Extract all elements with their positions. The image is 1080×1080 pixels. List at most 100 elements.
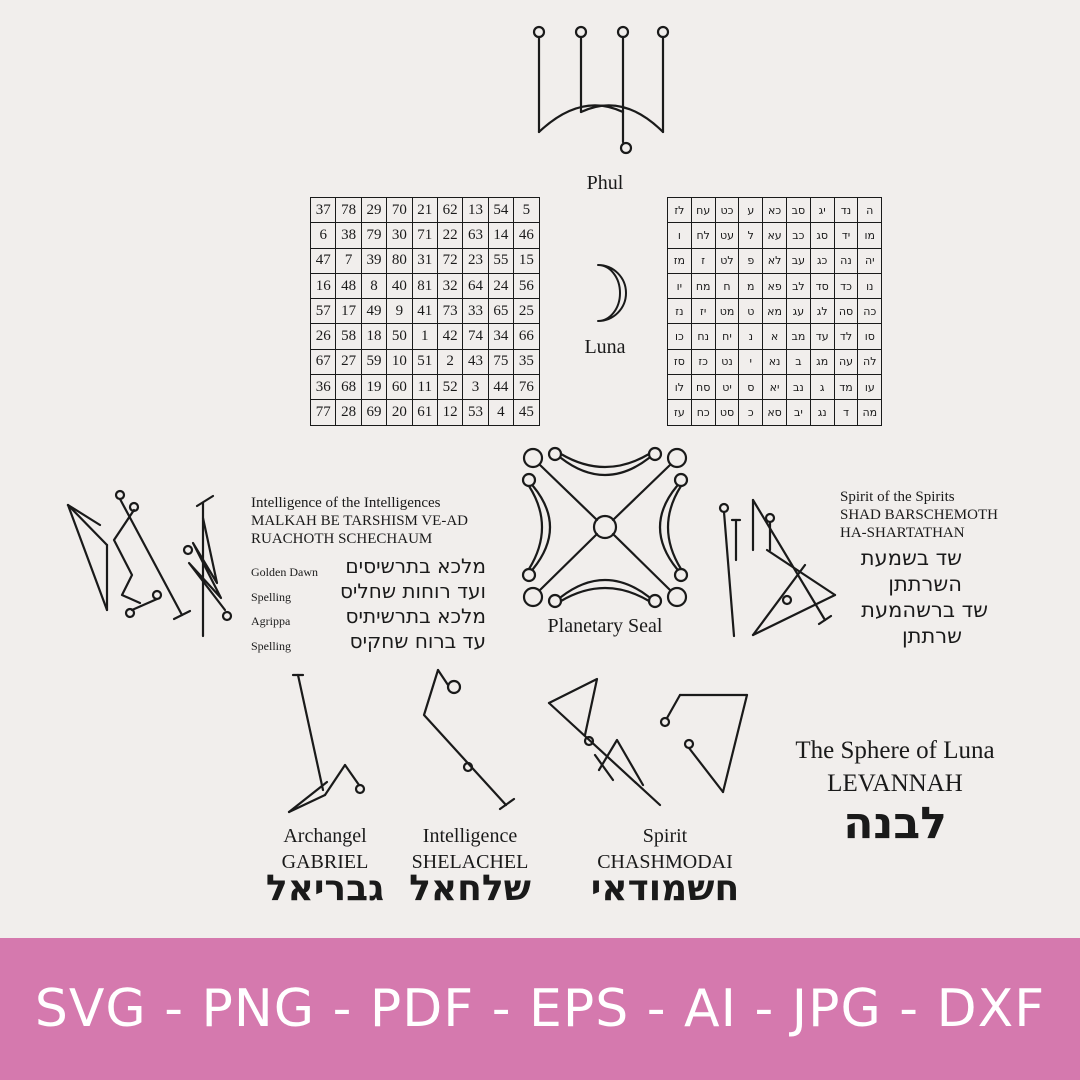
number-square-cell: 15 <box>513 247 540 274</box>
hebrew-square-cell: כז <box>690 348 716 376</box>
number-square-cell: 54 <box>487 196 515 224</box>
hebrew-square-cell: סט <box>714 399 740 426</box>
number-square-cell: 59 <box>360 348 388 376</box>
number-square-cell: 63 <box>462 222 489 249</box>
hebrew-square-cell: סה <box>833 298 859 325</box>
sphere-name: LEVANNAH <box>827 770 963 797</box>
formats-text: SVG - PNG - PDF - EPS - AI - JPG - DXF <box>34 979 1046 1039</box>
number-square-cell: 42 <box>436 323 464 350</box>
intelligence-hebrew-line-1: מלכא בתרשיסים <box>345 554 486 578</box>
archangel-title: Archangel <box>283 825 367 847</box>
hebrew-square-cell: כו <box>667 323 692 350</box>
hebrew-square-cell: נא <box>762 348 787 376</box>
number-square-cell: 45 <box>513 399 540 426</box>
hebrew-square-cell: עו <box>857 374 883 401</box>
hebrew-square-cell: סח <box>690 374 716 401</box>
hebrew-square-cell: מד <box>833 374 859 401</box>
hebrew-square-cell: נט <box>714 348 740 376</box>
hebrew-square-cell: פא <box>762 272 787 300</box>
hebrew-square-cell: נב <box>785 374 811 401</box>
number-square-cell: 55 <box>487 247 515 274</box>
planetary-seal <box>521 446 689 609</box>
hebrew-square-cell: כט <box>714 196 740 224</box>
number-square-cell: 22 <box>436 222 464 249</box>
hebrew-square-cell: עט <box>714 222 740 249</box>
number-square-cell: 2 <box>436 348 464 376</box>
intelligence-of-intelligences-sigil-1 <box>66 489 192 621</box>
planetary-seal-label: Planetary Seal <box>547 615 663 637</box>
number-square-cell: 31 <box>411 247 438 274</box>
hebrew-square-cell: מו <box>857 222 883 249</box>
number-square-cell: 65 <box>487 298 515 325</box>
intelligence-name: SHELACHEL <box>411 851 529 873</box>
number-square-cell: 38 <box>335 222 362 249</box>
number-square-cell: 67 <box>309 348 337 376</box>
number-square-cell: 74 <box>462 323 489 350</box>
number-square-cell: 44 <box>487 374 515 401</box>
number-square-cell: 69 <box>360 399 388 426</box>
hebrew-square-cell: יז <box>690 298 716 325</box>
number-square-cell: 34 <box>487 323 515 350</box>
number-square-cell: 7 <box>335 247 362 274</box>
hebrew-square-cell: כב <box>785 222 811 249</box>
number-square-cell: 14 <box>487 222 515 249</box>
hebrew-square-cell: עה <box>833 348 859 376</box>
hebrew-square-cell: נו <box>857 272 883 300</box>
number-square-cell: 40 <box>386 272 413 300</box>
hebrew-square-cell: ח <box>714 272 740 300</box>
hebrew-square-cell: סד <box>809 272 835 300</box>
archangel-name: GABRIEL <box>281 851 369 873</box>
crescent-moon-icon <box>597 264 627 322</box>
hebrew-square-cell: ז <box>690 247 716 274</box>
hebrew-square-cell: נ <box>738 323 764 350</box>
number-square-cell: 4 <box>487 399 515 426</box>
number-square-cell: 36 <box>309 374 337 401</box>
spirit-block-title: Spirit of the Spirits <box>840 489 955 505</box>
number-square-cell: 62 <box>436 196 464 224</box>
hebrew-square-cell: יט <box>714 374 740 401</box>
number-square-cell: 80 <box>386 247 413 274</box>
hebrew-square-cell: נה <box>833 247 859 274</box>
intelligence-title: Intelligence <box>422 825 518 847</box>
hebrew-square-cell: עח <box>690 196 716 224</box>
intelligence-block-line1: MALKAH BE TARSHISM VE-AD <box>251 513 469 529</box>
hebrew-square-cell: ה <box>857 196 883 224</box>
number-square-cell: 77 <box>309 399 337 426</box>
number-square-cell: 73 <box>436 298 464 325</box>
spirit-name: CHASHMODAI <box>597 851 733 873</box>
intelligence-shelachel-sigil <box>422 668 516 811</box>
number-square-cell: 64 <box>462 272 489 300</box>
intelligence-hebrew-line-3: מלכא בתרשיתיס <box>345 604 487 628</box>
hebrew-square-cell: נז <box>667 298 692 325</box>
hebrew-square-cell: ט <box>738 298 764 325</box>
hebrew-square-cell: עז <box>667 399 692 426</box>
spirit-hebrew-line-4: שרתתן <box>901 624 962 648</box>
number-square-cell: 39 <box>360 247 388 274</box>
formats-banner: SVG - PNG - PDF - EPS - AI - JPG - DXF <box>0 938 1080 1080</box>
spirit-chashmodai-sigil-2 <box>659 693 749 794</box>
agrippa-label: Agrippa <box>251 614 291 628</box>
number-square-cell: 79 <box>360 222 388 249</box>
intelligence-block-title: Intelligence of the Intelligences <box>251 495 441 511</box>
hebrew-square-cell: לב <box>785 272 811 300</box>
hebrew-square-cell: יב <box>785 399 811 426</box>
number-square-cell: 76 <box>513 374 540 401</box>
spelling-label-1: Spelling <box>251 590 292 604</box>
hebrew-square-cell: יג <box>809 196 835 224</box>
hebrew-square-cell: מב <box>785 323 811 350</box>
number-square-cell: 70 <box>386 196 413 224</box>
number-square-cell: 13 <box>462 196 489 224</box>
luna-label: Luna <box>584 336 626 358</box>
phul-sigil <box>532 25 670 155</box>
number-square-cell: 9 <box>386 298 413 325</box>
